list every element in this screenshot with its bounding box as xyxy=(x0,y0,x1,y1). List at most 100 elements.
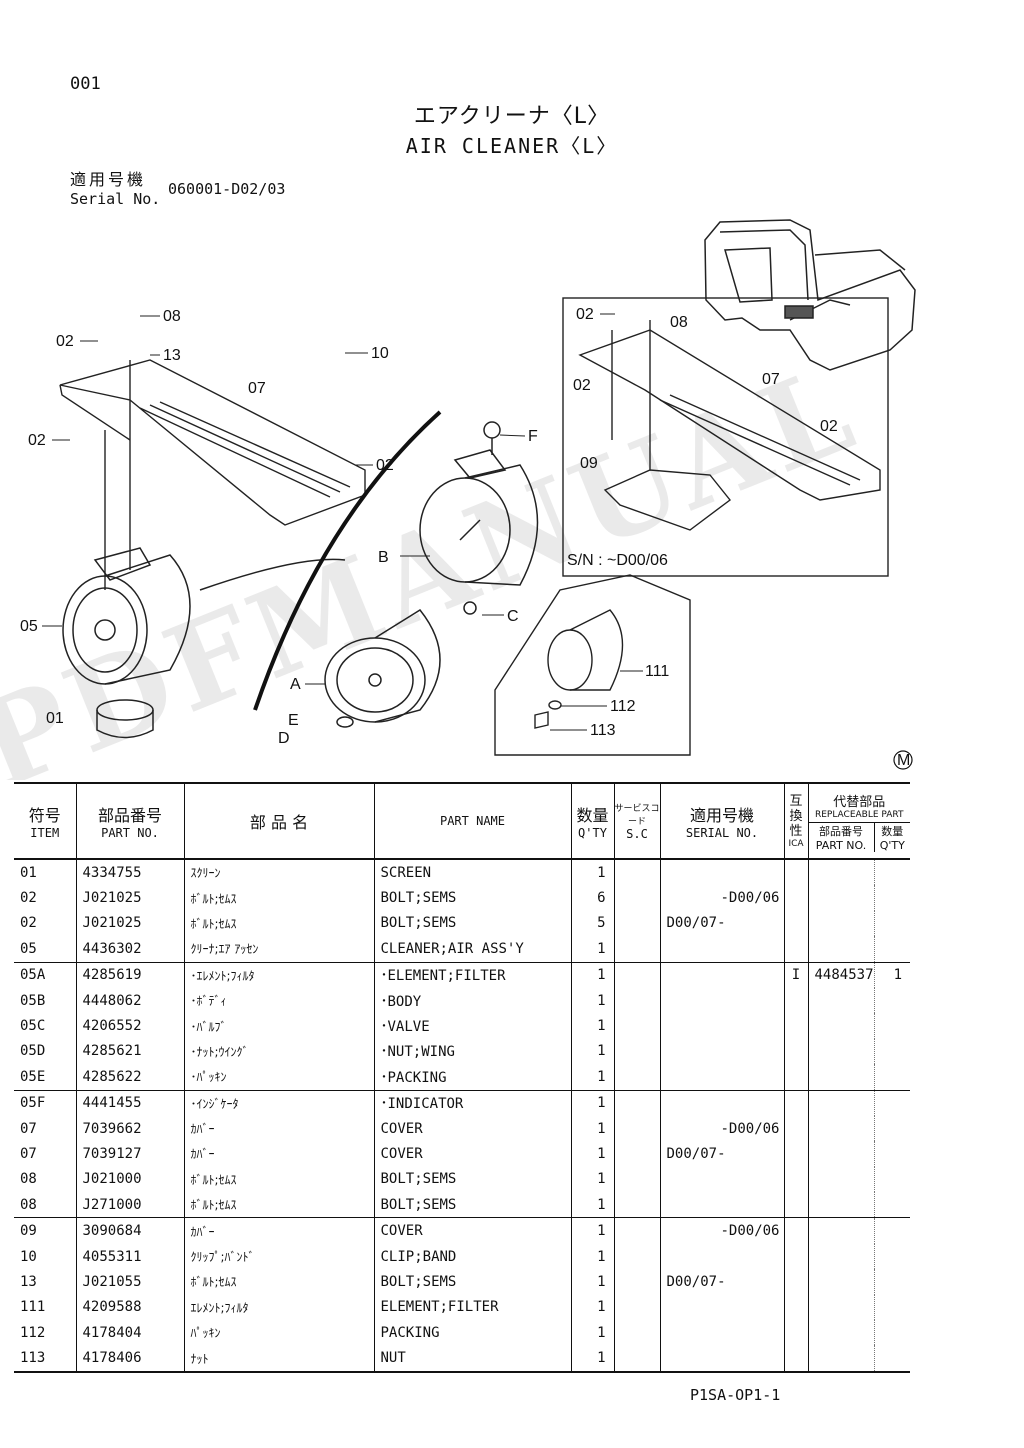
serial-label-english: Serial No. xyxy=(70,190,161,208)
callout: 08 xyxy=(163,308,181,325)
cell-ica xyxy=(783,1038,808,1065)
cell-repl-part xyxy=(807,1217,874,1244)
cell-name-jp: ﾎﾞﾙﾄ;ｾﾑｽ xyxy=(183,1192,374,1218)
cell-ica xyxy=(783,859,808,886)
cell-sc xyxy=(613,1320,660,1346)
cell-part-no: J021055 xyxy=(75,1269,184,1295)
cell-part-name: ･ELEMENT;FILTER xyxy=(373,961,571,988)
cell-sc xyxy=(613,1269,660,1295)
cell-serial: D00/07- xyxy=(659,1141,784,1167)
cell-ica xyxy=(783,1320,808,1346)
cell-repl-part xyxy=(807,936,874,963)
header-part-name: PART NAME xyxy=(373,782,571,860)
cell-serial xyxy=(659,1243,784,1270)
cell-repl-qty xyxy=(873,1115,910,1142)
cell-repl-part xyxy=(807,987,874,1014)
cell-name-jp: ･ｲﾝｼﾞｹｰﾀ xyxy=(183,1089,374,1116)
cell-part-name: COVER xyxy=(373,1217,571,1244)
cell-name-jp: ｴﾚﾒﾝﾄ;ﾌｨﾙﾀ xyxy=(183,1294,374,1321)
cell-name-jp: ･ﾅｯﾄ;ｳｲﾝｸﾞ xyxy=(183,1038,374,1065)
cell-part-name: PACKING xyxy=(373,1320,571,1346)
cell-qty: 1 xyxy=(570,1345,614,1373)
cell-item: 08 xyxy=(20,1171,37,1188)
callout: 13 xyxy=(163,347,181,364)
cell-sc xyxy=(613,885,660,911)
cell-repl-part xyxy=(807,885,874,911)
cell-repl-part xyxy=(807,1243,874,1270)
cell-part-name: BOLT;SEMS xyxy=(373,1192,571,1218)
cell-repl-qty xyxy=(873,1345,910,1373)
cell-part-name: ELEMENT;FILTER xyxy=(373,1294,571,1321)
cell-sc xyxy=(613,1115,660,1142)
cell-item: 01 xyxy=(20,864,37,881)
callout: 113 xyxy=(590,722,616,739)
cell-item: 08 xyxy=(20,1196,37,1213)
callout: 02 xyxy=(576,306,594,323)
cell-part-no: J271000 xyxy=(75,1192,184,1218)
callout: 10 xyxy=(371,345,389,362)
cell-repl-qty xyxy=(873,859,910,886)
cell-part-no: 4209588 xyxy=(75,1294,184,1321)
cell-ica: I xyxy=(783,961,808,988)
cell-repl-qty xyxy=(873,936,910,963)
cell-item: 113 xyxy=(14,1345,76,1373)
callout: 112 xyxy=(610,698,636,715)
callout: E xyxy=(288,712,299,729)
cell-name-jp: ･ﾊﾞﾙﾌﾞ xyxy=(183,1013,374,1039)
cell-part-no: 4178406 xyxy=(75,1345,184,1373)
cell-item: 05A xyxy=(14,961,76,988)
cell-qty: 1 xyxy=(570,859,614,886)
cell-item: 05D xyxy=(20,1043,46,1060)
cell-part-no: 4285622 xyxy=(75,1064,184,1091)
cell-part-name: COVER xyxy=(373,1115,571,1142)
cover-bracket-left xyxy=(59,359,366,590)
cell-repl-part xyxy=(807,1166,874,1193)
cell-item: 111 xyxy=(20,1299,46,1316)
cell-name-jp: ﾎﾞﾙﾄ;ｾﾑｽ xyxy=(183,1269,374,1295)
cell-name-jp: ﾊﾟｯｷﾝ xyxy=(183,1320,374,1346)
page-number: 001 xyxy=(70,74,101,94)
cell-repl-part xyxy=(807,1013,874,1039)
leader-lines xyxy=(42,313,643,731)
cell-name-jp: ｽｸﾘｰﾝ xyxy=(183,859,374,886)
cell-name-jp: ｶﾊﾞｰ xyxy=(183,1141,374,1167)
cell-part-name: BOLT;SEMS xyxy=(373,1269,571,1295)
cell-serial: -D00/06 xyxy=(659,1217,784,1244)
cell-repl-part xyxy=(807,1345,874,1373)
cell-qty: 1 xyxy=(570,1089,614,1116)
cell-part-name: BOLT;SEMS xyxy=(373,885,571,911)
cell-sc xyxy=(613,1141,660,1167)
cell-ica xyxy=(783,1064,808,1091)
cell-qty: 1 xyxy=(570,1320,614,1346)
cell-item: 02 xyxy=(20,890,37,907)
watermark: PDFMANUAL xyxy=(0,338,875,780)
cell-repl-part xyxy=(807,1038,874,1065)
cell-sc xyxy=(613,1217,660,1244)
cell-item: 07 xyxy=(20,1120,37,1137)
cell-part-no: 4285619 xyxy=(75,961,184,988)
serial-label-japanese: 適用号機 xyxy=(70,170,147,189)
cell-qty: 1 xyxy=(570,1294,614,1321)
cell-qty: 1 xyxy=(570,987,614,1014)
air-cleaner-body-exploded xyxy=(419,421,539,615)
callout: C xyxy=(507,608,519,625)
callout: B xyxy=(378,549,389,566)
cell-repl-part: 4484537 xyxy=(807,961,874,988)
cell-ica xyxy=(783,1089,808,1116)
cell-name-jp: ･ｴﾚﾒﾝﾄ;ﾌｨﾙﾀ xyxy=(183,961,374,988)
cell-ica xyxy=(783,936,808,963)
cell-qty: 1 xyxy=(570,1192,614,1218)
divider-arc xyxy=(253,410,442,711)
cell-sc xyxy=(613,987,660,1014)
cell-sc xyxy=(613,859,660,886)
